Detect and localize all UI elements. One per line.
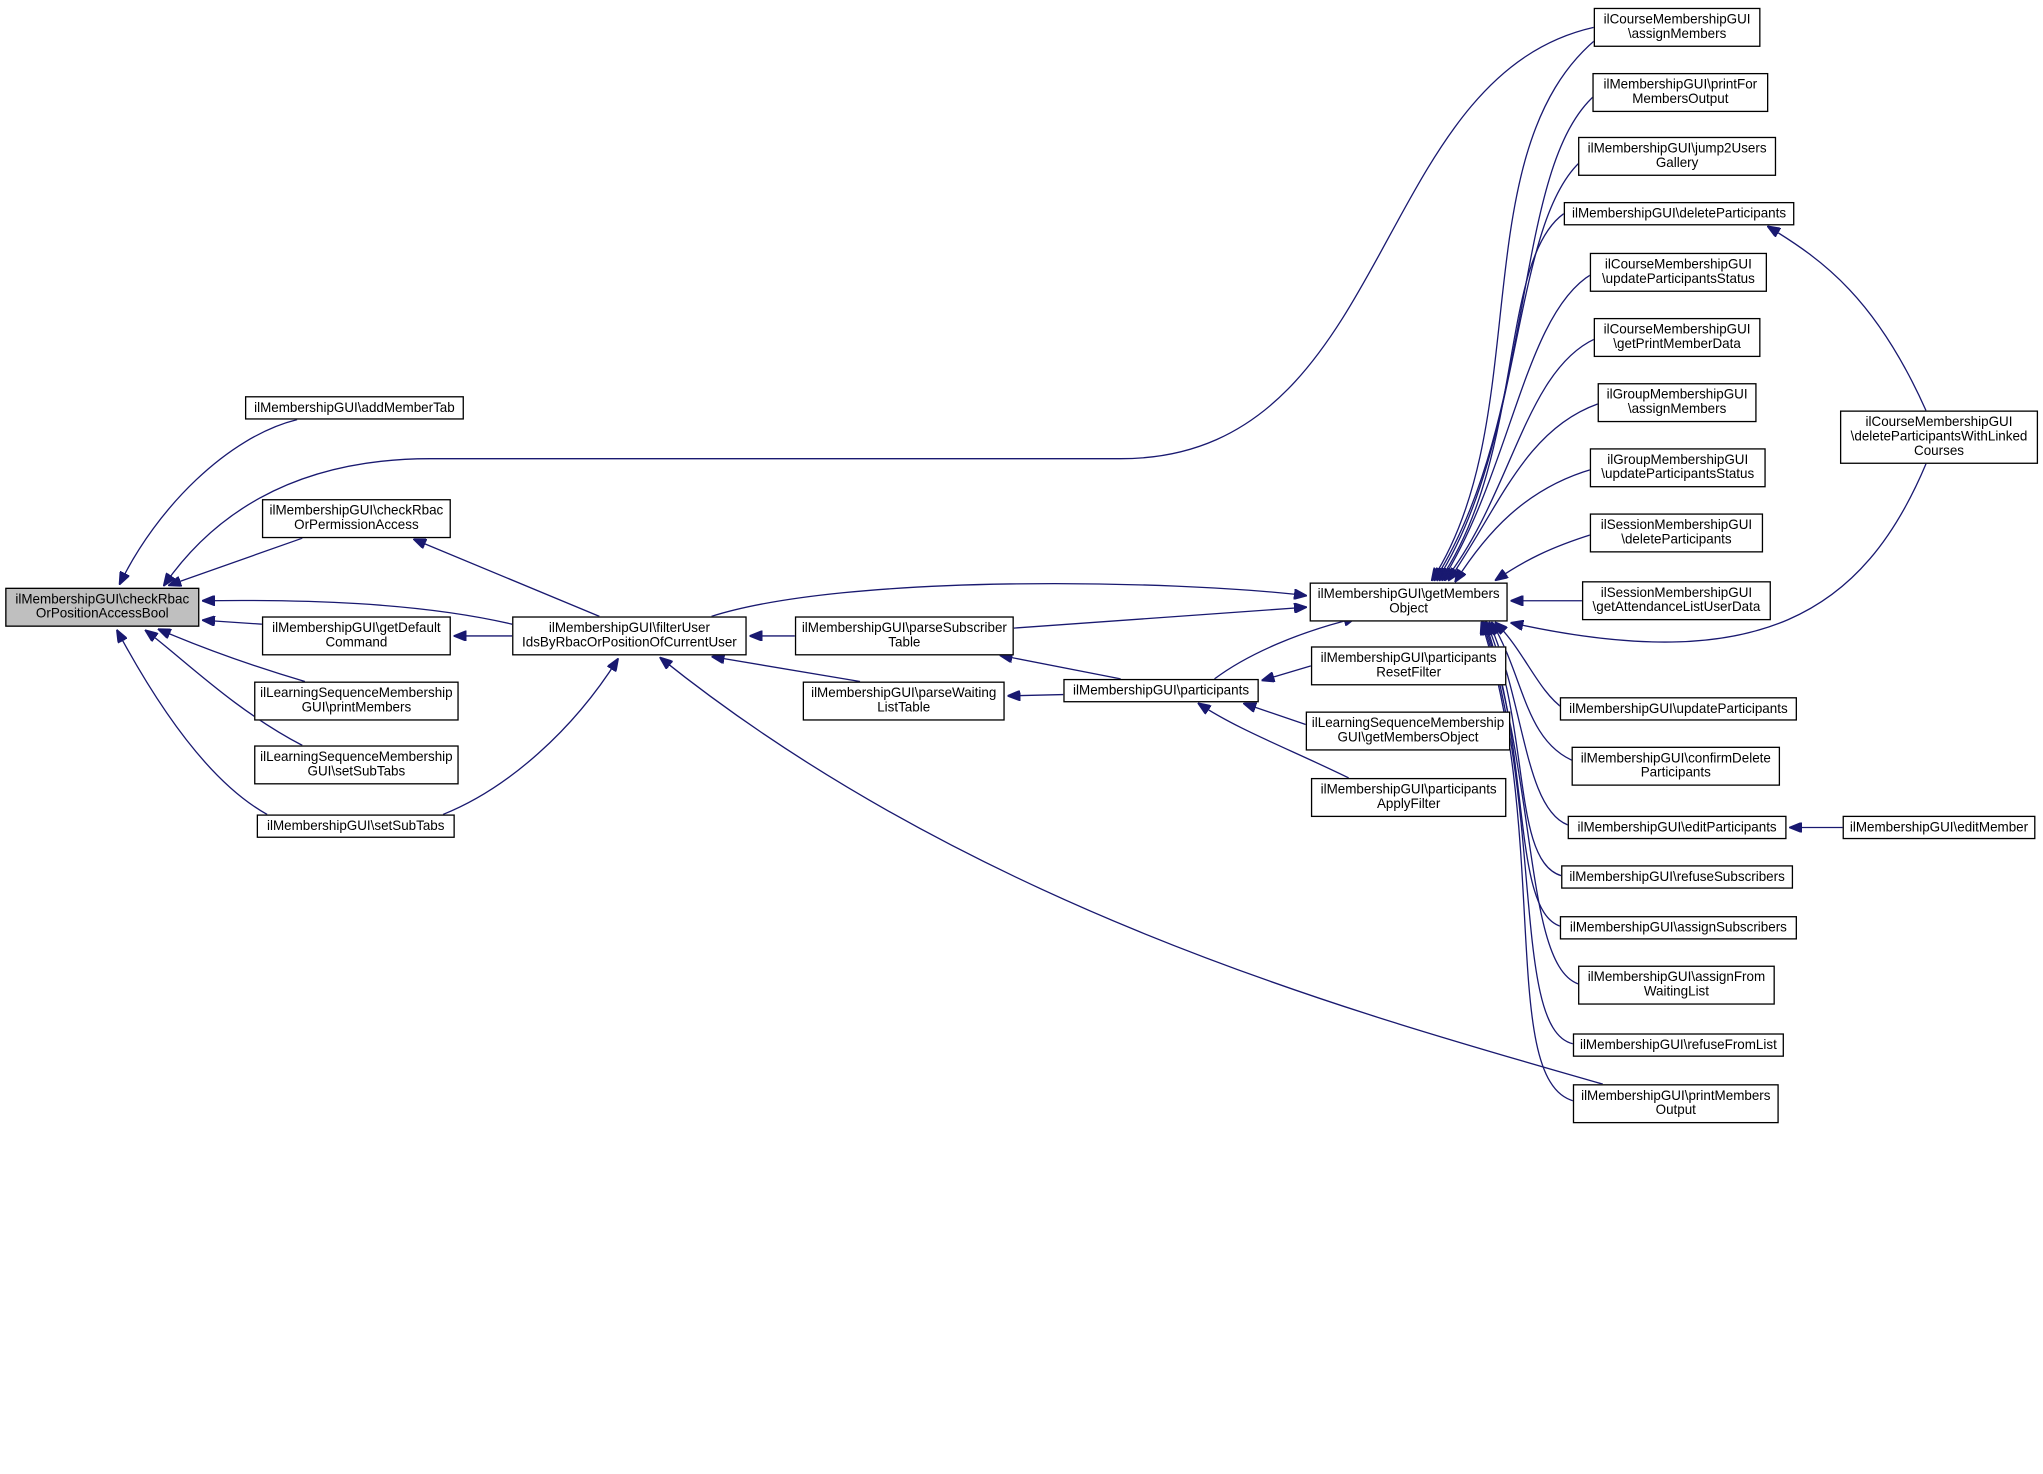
edge-participants-to-parsewait (1009, 695, 1064, 696)
edge-apply-to-participants (1199, 704, 1349, 779)
node-check-rbac-or-permission-access[interactable]: ilMembershipGUI\checkRbac OrPermissionAc… (261, 499, 451, 539)
edge-crslinked-to-getmembers (1512, 463, 1927, 643)
edge-confirm-to-getmembers (1492, 623, 1577, 763)
node-sess-delete-participants[interactable]: ilSessionMembershipGUI \deleteParticipan… (1589, 513, 1764, 553)
node-add-member-tab[interactable]: ilMembershipGUI\addMemberTab (244, 396, 464, 420)
node-check-rbac-or-position-access-bool[interactable]: ilMembershipGUI\checkRbac OrPositionAcce… (5, 587, 200, 627)
node-edit-participants[interactable]: ilMembershipGUI\editParticipants (1567, 815, 1787, 840)
edge-reset-to-participants (1263, 665, 1312, 680)
edge-grpupd-to-getmembers (1456, 468, 1593, 581)
edge-checkperm-to-root (169, 537, 303, 585)
edge-crslinked-to-delete (1768, 227, 1927, 411)
edge-printmembers-to-filter (661, 658, 1603, 1085)
node-participants-reset-filter[interactable]: ilMembershipGUI\participants ResetFilter (1310, 646, 1507, 686)
node-jump2users-gallery[interactable]: ilMembershipGUI\jump2Users Gallery (1578, 136, 1777, 176)
node-get-default-command[interactable]: ilMembershipGUI\getDefault Command (261, 616, 451, 656)
node-update-participants[interactable]: ilMembershipGUI\updateParticipants (1559, 697, 1797, 721)
edge-refuselist-to-getmembers (1483, 623, 1573, 1045)
node-get-members-object[interactable]: ilMembershipGUI\getMembers Object (1309, 582, 1508, 622)
node-filter-user-ids[interactable]: ilMembershipGUI\filterUser IdsByRbacOrPo… (512, 616, 747, 656)
edge-lsgetmembers-to-participants (1244, 704, 1306, 726)
node-sess-get-attendance-list-user-data[interactable]: ilSessionMembershipGUI \getAttendanceLis… (1581, 581, 1771, 621)
node-ls-print-members[interactable]: ilLearningSequenceMembership GUI\printMe… (254, 681, 459, 721)
node-crs-delete-participants-with-linked-courses[interactable]: ilCourseMembershipGUI \deleteParticipant… (1839, 410, 2039, 464)
edge-lsprint-to-root (159, 629, 306, 683)
node-participants-apply-filter[interactable]: ilMembershipGUI\participants ApplyFilter (1310, 777, 1507, 818)
edge-setsubtabs-to-filter (442, 659, 618, 816)
node-refuse-subscribers[interactable]: ilMembershipGUI\refuseSubscribers (1561, 865, 1794, 889)
node-grp-assign-members[interactable]: ilGroupMembershipGUI \assignMembers (1597, 383, 1757, 423)
node-participants[interactable]: ilMembershipGUI\participants (1063, 678, 1259, 703)
edge-crsassign-to-root (164, 26, 1594, 585)
node-edit-member[interactable]: ilMembershipGUI\editMember (1842, 815, 2036, 840)
edge-addmembertab-to-root (120, 418, 298, 584)
edge-crsprint-to-getmembers (1445, 338, 1596, 580)
node-parse-waiting-list-table[interactable]: ilMembershipGUI\parseWaiting ListTable (802, 681, 1005, 721)
node-confirm-delete-participants[interactable]: ilMembershipGUI\confirmDelete Participan… (1571, 746, 1781, 786)
node-assign-subscribers[interactable]: ilMembershipGUI\assignSubscribers (1559, 916, 1797, 940)
edge-assignwait-to-getmembers (1484, 623, 1579, 985)
edge-filter-to-root (203, 600, 513, 625)
edge-participants-to-parsesub (1001, 655, 1121, 680)
node-print-for-members-output[interactable]: ilMembershipGUI\printFor MembersOutput (1592, 72, 1769, 113)
edge-crsassign-to-getmembers (1432, 33, 1604, 580)
node-delete-participants[interactable]: ilMembershipGUI\deleteParticipants (1563, 201, 1795, 226)
edge-parsewait-to-filter (713, 657, 861, 683)
node-refuse-from-list[interactable]: ilMembershipGUI\refuseFromList (1572, 1033, 1784, 1057)
edge-setsubtabs-to-root (117, 631, 268, 816)
edge-delete-to-getmembers (1440, 213, 1565, 580)
node-crs-assign-members[interactable]: ilCourseMembershipGUI \assignMembers (1593, 7, 1761, 47)
edge-getdefault-to-root (203, 620, 262, 624)
edge-participants-to-getmembers (1214, 618, 1355, 680)
edge-sessdelete-to-getmembers (1496, 533, 1593, 580)
edge-lssubtabs-to-root (146, 631, 303, 746)
edge-grpassign-to-getmembers (1449, 403, 1598, 580)
edge-jump2-to-getmembers (1437, 159, 1583, 580)
node-assign-from-waiting-list[interactable]: ilMembershipGUI\assignFrom WaitingList (1578, 965, 1775, 1005)
node-ls-set-sub-tabs[interactable]: ilLearningSequenceMembership GUI\setSubT… (254, 745, 459, 785)
node-set-sub-tabs[interactable]: ilMembershipGUI\setSubTabs (256, 814, 455, 838)
node-crs-get-print-member-data[interactable]: ilCourseMembershipGUI \getPrintMemberDat… (1593, 317, 1761, 358)
node-grp-update-participants-status[interactable]: ilGroupMembershipGUI \updateParticipants… (1589, 448, 1766, 488)
edge-crsupd-to-getmembers (1443, 273, 1593, 580)
edge-parsesub-to-getmembers (1013, 607, 1306, 629)
node-print-members-output[interactable]: ilMembershipGUI\printMembers Output (1572, 1084, 1779, 1124)
edge-filter-to-checkperm (414, 539, 600, 617)
edge-updpart-to-getmembers (1496, 623, 1565, 710)
node-parse-subscriber-table[interactable]: ilMembershipGUI\parseSubscriber Table (794, 616, 1014, 656)
edge-printfor-to-getmembers (1435, 94, 1596, 580)
node-crs-update-participants-status[interactable]: ilCourseMembershipGUI \updateParticipant… (1589, 252, 1768, 292)
edge-filter-to-getmembers (711, 582, 1305, 617)
node-ls-get-members-object[interactable]: ilLearningSequenceMembership GUI\getMemb… (1305, 711, 1511, 751)
